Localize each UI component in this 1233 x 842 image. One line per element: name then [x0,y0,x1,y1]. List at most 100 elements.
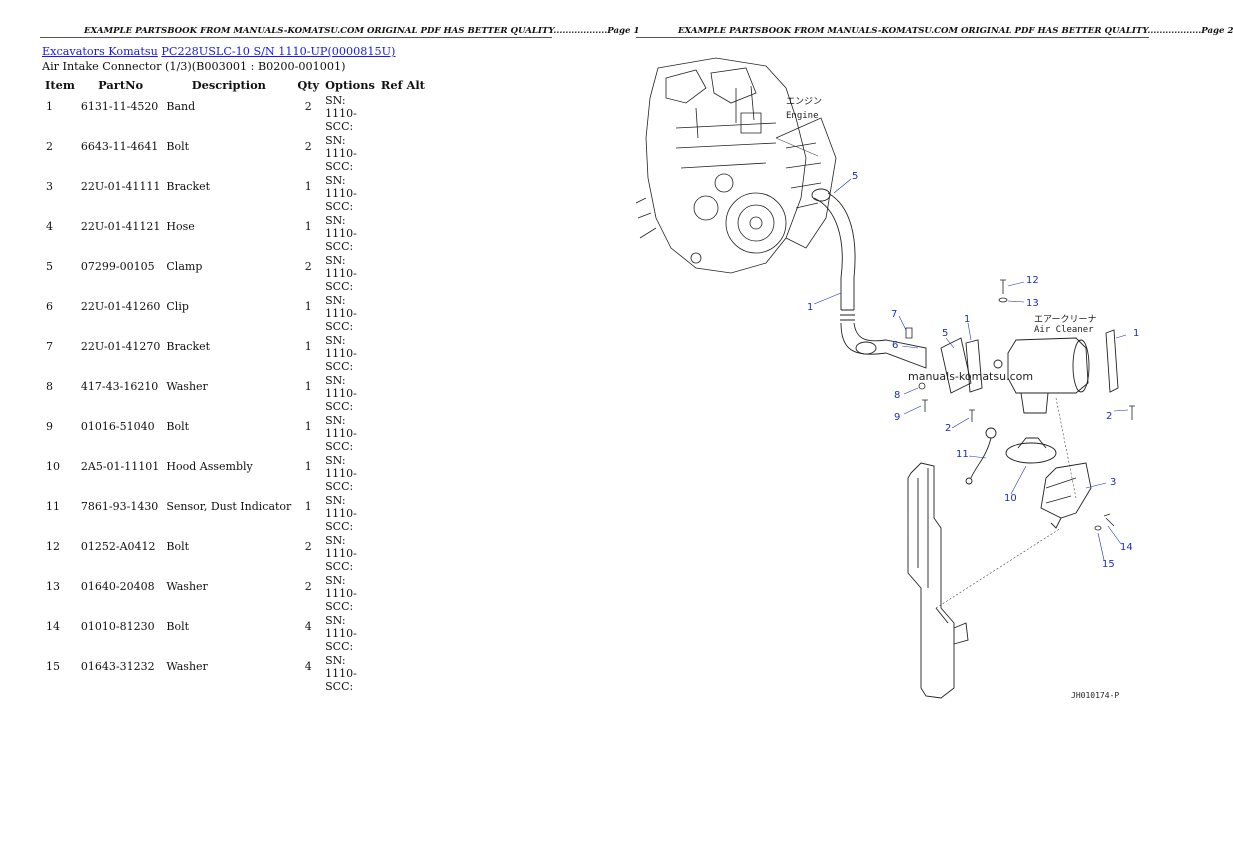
callout-3: 3 [1110,477,1116,488]
cell-description: Washer [166,660,208,673]
cell-item: 4 [46,220,53,233]
breadcrumb-link-category[interactable]: Excavators Komatsu [42,45,158,58]
air-cleaner-body [940,329,1119,485]
breadcrumb: Excavators Komatsu PC228USLC-10 S/N 1110… [42,45,395,58]
cell-qty: 2 [304,540,312,553]
callout-11: 11 [956,449,969,460]
callout-2a: 2 [945,423,951,434]
cell-description: Bolt [166,540,190,553]
cell-options: SN: 1110-SCC: [325,134,357,173]
cell-options: SN: 1110-SCC: [325,94,357,133]
cell-qty: 2 [304,580,312,593]
cell-options: SN: 1110-SCC: [325,574,357,613]
parts-table: Item PartNo Description Qty Options Ref … [42,76,428,694]
cell-refalt [378,173,428,213]
cell-description: Sensor, Dust Indicator [166,500,292,513]
cell-refalt [378,253,428,293]
cell-refalt [378,533,428,573]
cell-description: Hood Assembly [166,460,253,473]
cell-options: SN: 1110-SCC: [325,334,357,373]
cell-partno: 22U-01-41270 [80,340,161,353]
frame-panel [907,462,969,699]
cell-item: 2 [46,140,53,153]
header-divider-right [636,37,1149,38]
cell-refalt [378,453,428,493]
cell-qty: 2 [304,100,312,113]
callout-8: 8 [894,390,900,401]
cell-options: SN: 1110-SCC: [325,614,357,653]
cell-description: Washer [166,380,208,393]
cell-refalt [378,293,428,333]
cell-item: 1 [46,100,53,113]
cell-item: 13 [46,580,60,593]
cell-partno: 07299-00105 [80,260,155,273]
cell-partno: 01640-20408 [80,580,155,593]
engine-leader-line [775,137,819,157]
cell-description: Bolt [166,420,190,433]
callout-5b: 5 [942,328,948,339]
cell-qty: 1 [304,500,312,513]
cell-partno: 6131-11-4520 [80,100,159,113]
cell-item: 8 [46,380,53,393]
engine-label-jp: エンジン [786,97,822,107]
cell-qty: 1 [304,420,312,433]
cell-qty: 1 [304,380,312,393]
cell-description: Clip [166,300,189,313]
callout-7: 7 [891,309,897,320]
callout-13: 13 [1026,298,1039,309]
cell-refalt [378,333,428,373]
cell-item: 6 [46,300,53,313]
cell-options: SN: 1110-SCC: [325,174,357,213]
cell-partno: 22U-01-41111 [80,180,161,193]
cell-description: Bracket [166,340,211,353]
cell-qty: 2 [304,260,312,273]
cell-item: 12 [46,540,60,553]
table-row: 1 6131-11-4520 Band 2 SN: 1110-SCC: [42,93,428,133]
cell-item: 10 [46,460,60,473]
callout-2b: 2 [1106,411,1112,422]
air-cleaner-label-en: Air Cleaner [1034,325,1094,335]
callout-9: 9 [894,412,900,423]
cell-refalt [378,653,428,693]
breadcrumb-link-model[interactable]: PC228USLC-10 S/N 1110-UP(0000815U) [161,45,396,58]
cell-refalt [378,573,428,613]
cell-item: 5 [46,260,53,273]
cell-item: 7 [46,340,53,353]
cell-qty: 1 [304,220,312,233]
cell-qty: 1 [304,340,312,353]
cell-description: Hose [166,220,195,233]
cell-partno: 22U-01-41260 [80,300,161,313]
cell-description: Band [166,100,196,113]
column-header-description: Description [191,77,266,92]
header-divider-left [40,37,552,38]
callout-1c: 1 [1133,328,1139,339]
callout-14: 14 [1120,542,1133,553]
callout-1b: 1 [964,314,970,325]
cell-item: 15 [46,660,60,673]
cell-description: Bolt [166,140,190,153]
callout-5a: 5 [852,171,858,182]
cell-refalt [378,373,428,413]
parts-diagram-svg: エンジン Engine [635,57,1139,700]
cell-item: 3 [46,180,53,193]
cell-partno: 6643-11-4641 [80,140,159,153]
cell-refalt [378,413,428,453]
callout-1a: 1 [807,302,813,313]
alignment-line [935,527,1062,609]
cell-qty: 1 [304,180,312,193]
page-subtitle: Air Intake Connector (1/3)(B003001 : B02… [42,60,346,73]
watermark: manuals-komatsu.com [908,370,1034,383]
cell-qty: 4 [304,620,312,633]
cell-qty: 4 [304,660,312,673]
column-header-item: Item [45,77,75,92]
callout-10: 10 [1004,493,1017,504]
callout-leaders [813,178,1129,561]
